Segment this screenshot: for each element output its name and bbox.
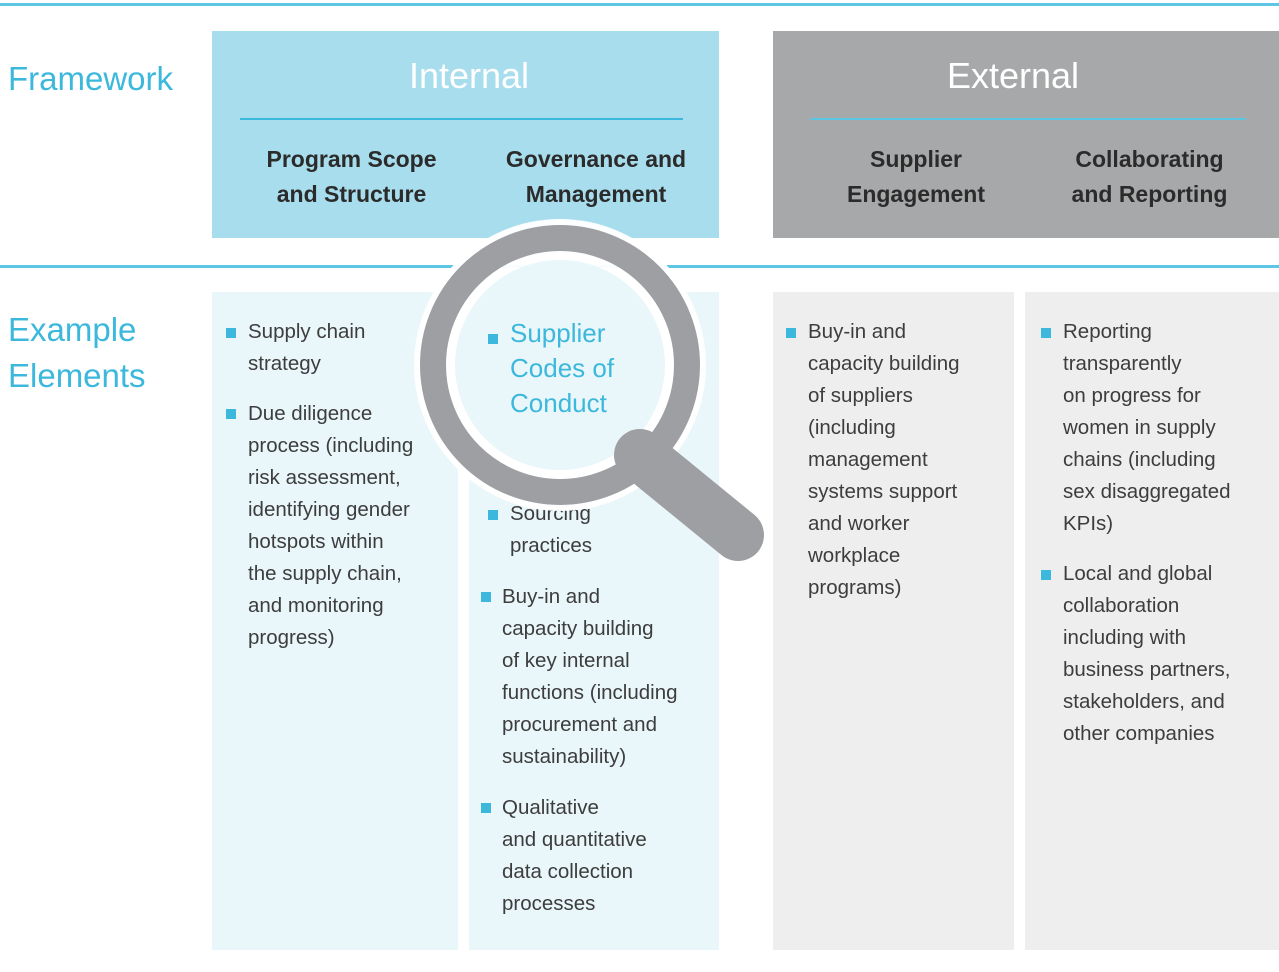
example-elements-label-line1: Example [8, 311, 137, 348]
element-internal-capacity: Buy-in and capacity building of key inte… [502, 581, 678, 773]
item-line: the supply chain, [248, 562, 402, 585]
middle-divider [0, 265, 1279, 268]
item-line: processes [502, 892, 596, 915]
square-bullet-icon [226, 328, 236, 338]
external-title: External [946, 55, 1080, 96]
column-head-line: Management [525, 181, 667, 207]
item-line: capacity building [502, 617, 654, 640]
item-line: Buy-in and [808, 320, 907, 343]
element-due-diligence: Due diligence process (including risk as… [248, 398, 413, 654]
item-line: progress) [248, 626, 335, 649]
square-bullet-icon [488, 510, 498, 520]
column-head-supplier-engagement: Supplier Engagement [801, 142, 1031, 212]
item-line: capacity building [808, 352, 960, 375]
square-bullet-icon [1041, 570, 1051, 580]
example-elements-label-line2: Elements [8, 357, 146, 394]
column-head-line: Governance and [505, 146, 687, 172]
column-head-governance: Governance and Management [476, 142, 716, 212]
square-bullet-icon [786, 328, 796, 338]
element-reporting-transparently: Reporting transparently on progress for … [1063, 316, 1231, 540]
item-line: of key internal [502, 649, 630, 672]
item-line: procurement and [502, 713, 657, 736]
item-line: other companies [1063, 722, 1215, 745]
square-bullet-icon [1041, 328, 1051, 338]
example-elements-label: Example Elements [8, 307, 146, 399]
item-line: sex disaggregated [1063, 480, 1231, 503]
element-data-collection: Qualitative and quantitative data collec… [502, 792, 647, 920]
item-line: business partners, [1063, 658, 1231, 681]
element-supply-chain-strategy: Supply chain strategy [248, 316, 365, 380]
column-head-line: Engagement [846, 181, 986, 207]
item-line: identifying gender [248, 498, 410, 521]
internal-title: Internal [408, 55, 530, 96]
item-line: data collection [502, 860, 634, 883]
item-line: Buy-in and [502, 585, 601, 608]
item-line: KPIs) [1063, 512, 1114, 535]
item-line: (including [808, 416, 896, 439]
item-line: transparently [1063, 352, 1182, 375]
featured-line: Codes of [510, 353, 615, 383]
item-line: practices [510, 534, 593, 557]
square-bullet-icon [481, 803, 491, 813]
internal-header: Internal Program Scope and Structure Gov… [212, 31, 719, 238]
external-title-underline [810, 118, 1246, 120]
item-line: sustainability) [502, 745, 627, 768]
item-line: workplace [808, 544, 901, 567]
square-bullet-icon [481, 592, 491, 602]
featured-line: Conduct [510, 388, 607, 418]
element-sourcing-practices: Sourcing practices [510, 498, 592, 562]
item-line: systems support [808, 480, 958, 503]
top-divider [0, 3, 1279, 6]
column-head-collaborating: Collaborating and Reporting [1037, 142, 1262, 212]
item-line: stakeholders, and [1063, 690, 1225, 713]
column-head-line: and Structure [276, 181, 427, 207]
column-collaborating [1025, 292, 1279, 950]
item-line: hotspots within [248, 530, 384, 553]
item-line: collaboration [1063, 594, 1180, 617]
item-line: Qualitative [502, 796, 599, 819]
column-head-line: Program Scope [266, 146, 437, 172]
element-collaboration: Local and global collaboration including… [1063, 558, 1231, 750]
item-line: Sourcing [510, 502, 591, 525]
column-supplier-engagement [773, 292, 1014, 950]
column-head-line: Supplier [869, 146, 962, 172]
featured-line: Supplier [510, 318, 606, 348]
item-line: Supply chain [248, 320, 366, 343]
item-line: women in supply [1063, 416, 1216, 439]
item-line: process (including [248, 434, 414, 457]
column-head-line: Collaborating [1075, 146, 1224, 172]
item-line: programs) [808, 576, 902, 599]
framework-label: Framework [8, 60, 174, 97]
item-line: strategy [248, 352, 321, 375]
column-head-line: and Reporting [1071, 181, 1228, 207]
item-line: Reporting [1063, 320, 1152, 343]
item-line: Due diligence [248, 402, 373, 425]
item-line: and quantitative [502, 828, 647, 851]
item-line: Local and global [1063, 562, 1213, 585]
item-line: management [808, 448, 928, 471]
square-bullet-icon [488, 334, 498, 344]
item-line: functions (including [502, 681, 678, 704]
square-bullet-icon [226, 409, 236, 419]
item-line: risk assessment, [248, 466, 401, 489]
featured-element-supplier-codes: Supplier Codes of Conduct [510, 316, 660, 421]
item-line: on progress for [1063, 384, 1201, 407]
column-head-program-scope: Program Scope and Structure [234, 142, 469, 212]
item-line: and worker [808, 512, 910, 535]
item-line: and monitoring [248, 594, 384, 617]
item-line: of suppliers [808, 384, 913, 407]
internal-title-underline [240, 118, 683, 120]
external-header: External Supplier Engagement Collaborati… [773, 31, 1279, 238]
element-supplier-capacity: Buy-in and capacity building of supplier… [808, 316, 960, 604]
item-line: including with [1063, 626, 1187, 649]
item-line: chains (including [1063, 448, 1216, 471]
